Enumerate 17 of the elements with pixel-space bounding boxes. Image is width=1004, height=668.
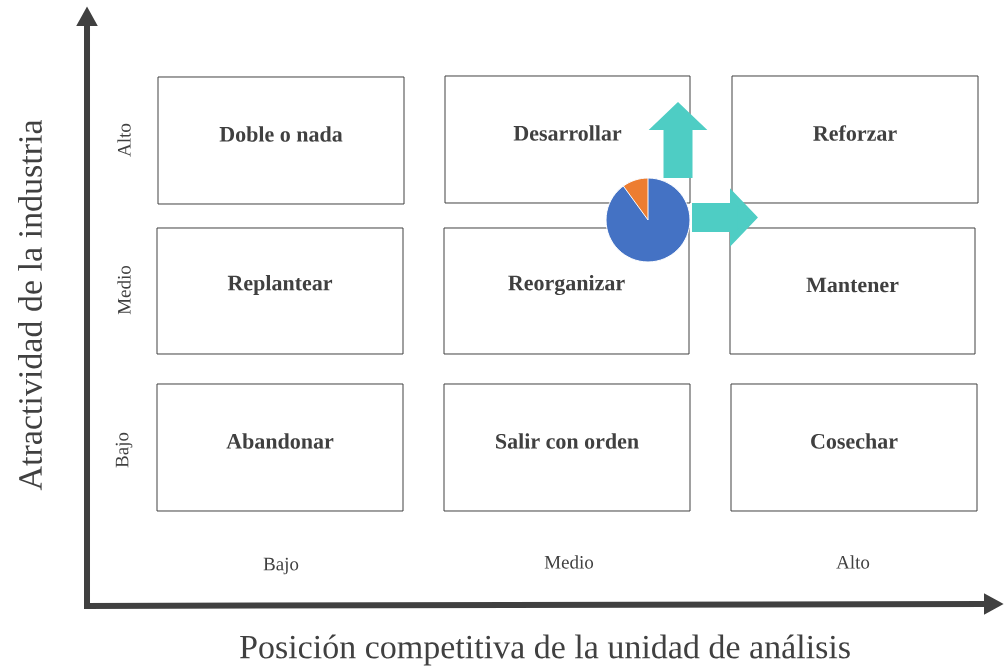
- strategy-box: Reorganizar: [443, 227, 690, 355]
- axis-title: Posición competitiva de la unidad de análisis: [240, 634, 850, 666]
- pie-drawing: [605, 177, 691, 263]
- strategy-box: Doble o nada: [157, 76, 405, 205]
- strategy-box: Abandonar: [156, 383, 404, 512]
- strategy-box: Replantear: [156, 227, 404, 355]
- axis-tick-label: Medio: [544, 555, 594, 569]
- axis-tick-label: Bajo: [263, 557, 299, 575]
- strategy-box: Mantener: [729, 227, 976, 355]
- axis-tick-label: Alto: [117, 123, 131, 157]
- strategy-box: Reforzar: [731, 75, 979, 204]
- strategy-box: Cosechar: [730, 383, 978, 512]
- axis-tick-label: Alto: [836, 555, 870, 569]
- strategy-box: Salir con orden: [443, 383, 691, 512]
- axis-tick-label: Bajo: [115, 432, 133, 468]
- axis-tick-label: Medio: [117, 265, 131, 315]
- axis-title: Atractividad de la industria: [18, 119, 42, 491]
